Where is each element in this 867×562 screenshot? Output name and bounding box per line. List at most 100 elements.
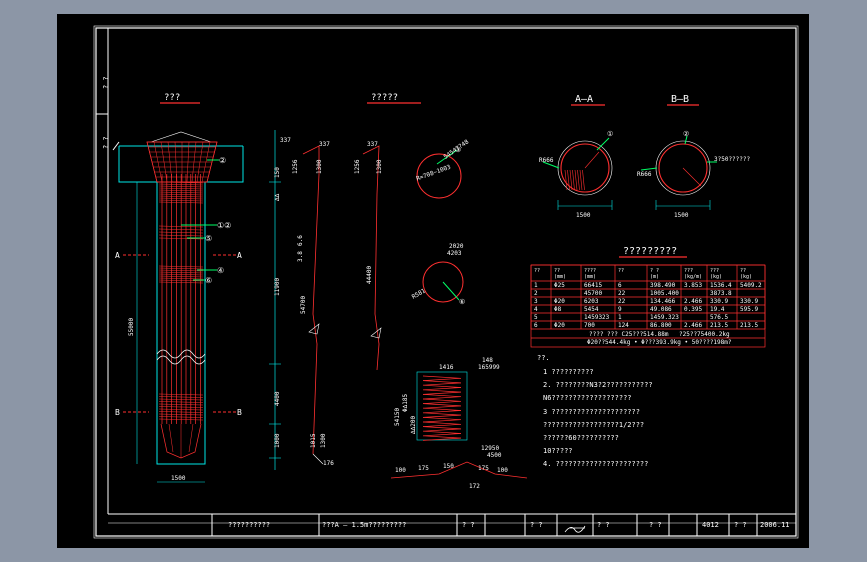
table-footer: ?25??75400.2kg (679, 331, 730, 338)
table-header: ?? (554, 268, 560, 274)
table-cell: Φ20 (554, 298, 565, 305)
table-cell: 0.395 (684, 306, 702, 313)
dim: 4400 (274, 391, 281, 406)
callout: ① (607, 130, 613, 138)
table-cell: 6 (618, 282, 622, 289)
table-cell: 5454 (584, 306, 599, 313)
section-aa-title: A—A (575, 94, 593, 105)
note-line: N6??????????????????? (543, 394, 632, 402)
table-cell: 1005.400 (650, 290, 679, 297)
table-cell: 330.9 (740, 298, 758, 305)
dim: 1000 (274, 433, 281, 448)
callout: ④ (217, 266, 224, 275)
table-header: ?? (618, 268, 624, 274)
dim: 54150 (394, 408, 401, 426)
table-cell: 134.466 (650, 298, 676, 305)
table-cell: 1 (618, 314, 622, 321)
table-cell: 3873.8 (710, 290, 732, 297)
table-cell: 6 (534, 322, 538, 329)
table-cell: 576.5 (710, 314, 728, 321)
elevation-title: ??? (164, 93, 180, 103)
dim: 337 (319, 141, 330, 148)
table-cell: 9 (618, 306, 622, 313)
section-note: 3?50?????? (714, 156, 751, 163)
dim: 1300 (376, 159, 383, 174)
dim: ∆∆ (274, 193, 281, 202)
table-cell: 86.800 (650, 322, 672, 329)
section-mark-a-right: A (237, 251, 242, 260)
table-footer: Φ20??544.4kg • Φ???393.9kg • 50????198m? (587, 339, 732, 346)
hoop-label: 2020 (449, 243, 464, 250)
table-header: ?? (534, 268, 540, 274)
table-cell: 5 (534, 314, 538, 321)
table-cell: 2.466 (684, 322, 702, 329)
dim: 337 (367, 141, 378, 148)
dim: 54700 (300, 296, 307, 314)
dim: Φ∆185 (402, 394, 409, 412)
dim: 4500 (487, 452, 502, 459)
table-header: ??? (684, 268, 693, 274)
table-header: (kg/m) (684, 274, 702, 280)
note-line: 2. ????????N3?2??????????? (543, 381, 653, 389)
table-cell: 1459.323 (650, 314, 679, 321)
table-cell: 22 (618, 298, 626, 305)
table-cell: 19.4 (710, 306, 725, 313)
inner-frame (95, 27, 797, 537)
note-line: 4. ?????????????????????? (543, 460, 648, 468)
quantity-table: ????????? ????(mm)????(mm)??? ?(m)???(kg… (530, 246, 766, 348)
table-header: (m) (650, 274, 659, 280)
section-mark-b-right: B (237, 408, 242, 417)
dim: 1300 (320, 433, 327, 448)
dim: 337 (280, 137, 291, 144)
bar-shapes-title: ????? (371, 93, 398, 103)
dim: 172 (469, 483, 480, 490)
note-line: ??????60?????????? (543, 434, 619, 442)
callout: ② (683, 130, 689, 138)
callout: ⑥ (459, 298, 465, 306)
dim: 12950 (481, 445, 499, 452)
cross-sections: R666 ① 1500 R666 ② 3?50?????? 1500 (539, 130, 751, 219)
table-cell: Φ25 (554, 282, 565, 289)
table-cell: 1459323 (584, 314, 610, 321)
section-mark-a-left: A (115, 251, 120, 260)
title-cell-org: ?????????? (228, 521, 270, 529)
table-header: ? ? (650, 268, 659, 274)
table-cell: Φ8 (554, 306, 562, 313)
dim: 1300 (316, 159, 323, 174)
title-cell: ? ? (597, 521, 610, 529)
dim: 44400 (366, 266, 373, 284)
dim: 100 (395, 467, 406, 474)
section-bb-title: B—B (671, 94, 689, 105)
table-footer: ???? ??? C25???514.88m (589, 331, 669, 338)
title-cell-drawing: ???A — 1.5m????????? (322, 521, 406, 529)
callout: ③ (455, 146, 461, 154)
table-header: ???? (584, 268, 596, 274)
table-cell: 2 (534, 290, 538, 297)
table-header: (kg) (710, 274, 722, 280)
dim-total: 55000 (128, 318, 135, 336)
table-header: ?? (740, 268, 746, 274)
table-cell: 124 (618, 322, 629, 329)
title-cell: ? ? (734, 521, 747, 529)
dim: 100 (497, 467, 508, 474)
section-radius: R666 (637, 171, 652, 178)
title-block: ?????????? ???A — 1.5m????????? ? ? ? ? … (108, 513, 796, 536)
table-cell: 2.466 (684, 298, 702, 305)
table-cell: 4 (534, 306, 538, 313)
table-header: (kg) (740, 274, 752, 280)
table-cell: 213.5 (740, 322, 758, 329)
dim: 6.6 (297, 235, 304, 246)
table-cell: 49.086 (650, 306, 672, 313)
table-cell: 213.5 (710, 322, 728, 329)
dim: 176 (323, 460, 334, 467)
dim: 1256 (292, 159, 299, 174)
dim: 1256 (354, 159, 361, 174)
note-line: 3 ????????????????????? (543, 408, 640, 416)
table-cell: Φ20 (554, 322, 565, 329)
callout: ⑤ (205, 234, 212, 243)
section-mark-b-left: B (115, 408, 120, 417)
table-cell: 3.853 (684, 282, 702, 289)
section-width: 1500 (576, 212, 591, 219)
drawing-sheet: ? ? ? ? ?????????? ???A — 1.5m????????? … (57, 14, 809, 548)
dim: 3.8 (297, 251, 304, 262)
